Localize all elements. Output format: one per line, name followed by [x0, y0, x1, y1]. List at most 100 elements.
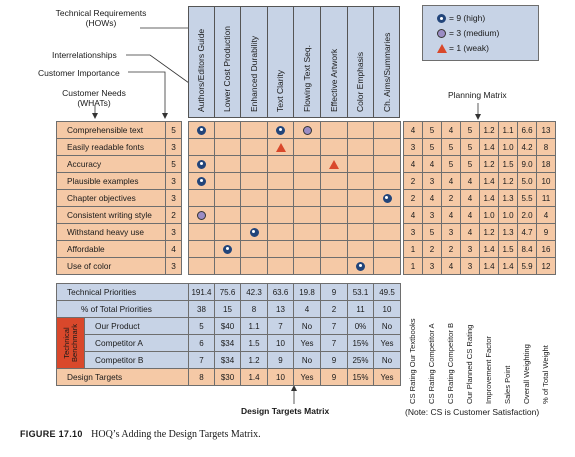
design-target-cell: No [293, 317, 321, 335]
customer-need: Use of color [56, 257, 166, 275]
planning-matrix-header: Overall Weighting [517, 283, 536, 406]
planning-matrix-cell: 1.0 [479, 206, 499, 224]
planning-matrix-cell: 4 [441, 257, 461, 275]
design-target-cell: 13 [267, 300, 294, 318]
planning-matrix-cell: 6.6 [517, 121, 537, 139]
design-target-cell: 0% [347, 317, 374, 335]
planning-matrix-cell: 3 [403, 138, 423, 156]
design-target-cell: 10 [267, 334, 294, 352]
planning-matrix-cell: 12 [536, 257, 556, 275]
planning-matrix-cell: 1.2 [479, 121, 499, 139]
relationship-cell [267, 189, 294, 207]
relationship-cell [267, 155, 294, 173]
planning-matrix-cell: 8.4 [517, 240, 537, 258]
design-target-cell: 9 [320, 351, 348, 369]
relationship-cell [347, 155, 374, 173]
design-target-cell: 191.4 [188, 283, 215, 301]
relationship-cell [320, 240, 348, 258]
relationship-cell [347, 189, 374, 207]
customer-need: Easily readable fonts [56, 138, 166, 156]
design-target-cell: 1.4 [240, 368, 268, 386]
relationship-cell [240, 138, 268, 156]
relationship-cell [373, 121, 401, 139]
customer-need: Accuracy [56, 155, 166, 173]
design-target-cell: 4 [293, 300, 321, 318]
relationship-cell [267, 223, 294, 241]
planning-matrix-cell: 4 [403, 206, 423, 224]
planning-matrix-cell: 4 [460, 172, 480, 190]
design-target-cell: 25% [347, 351, 374, 369]
relationship-cell [188, 172, 215, 190]
planning-matrix-cell: 1.5 [498, 240, 518, 258]
relationship-cell [214, 240, 241, 258]
weak-relationship-icon [275, 142, 286, 152]
customer-importance: 3 [165, 223, 182, 241]
figure-number: FIGURE 17.10 [20, 429, 83, 439]
customer-importance: 4 [165, 240, 182, 258]
design-target-cell: 9 [267, 351, 294, 369]
relationship-cell [214, 138, 241, 156]
design-target-row-label: Design Targets [56, 368, 210, 386]
design-target-cell: 6 [188, 334, 215, 352]
relationship-cell [347, 172, 374, 190]
planning-matrix-cell: 4 [441, 206, 461, 224]
relationship-cell [373, 223, 401, 241]
medium-relationship-icon [437, 29, 446, 38]
design-target-cell: $30 [214, 368, 241, 386]
planning-matrix-cell: 1.2 [498, 172, 518, 190]
planning-matrix-cell: 4 [403, 155, 423, 173]
planning-matrix-cell: 1.2 [479, 223, 499, 241]
design-target-cell: 15% [347, 368, 374, 386]
planning-matrix-cell: 5 [441, 155, 461, 173]
relationship-cell [347, 240, 374, 258]
how-header: Lower Cost Production [214, 6, 241, 118]
strong-relationship-icon [197, 176, 206, 186]
planning-matrix-cell: 5 [422, 138, 442, 156]
relationship-cell [214, 206, 241, 224]
relationship-cell [320, 206, 348, 224]
how-header: Ch. Aims/Summaries [373, 6, 400, 118]
planning-matrix-cell: 5 [460, 138, 480, 156]
relationship-cell [320, 223, 348, 241]
design-target-cell: Yes [373, 334, 401, 352]
planning-matrix-cell: 2 [441, 189, 461, 207]
customer-need: Withstand heavy use [56, 223, 166, 241]
relationship-cell [188, 138, 215, 156]
customer-need: Affordable [56, 240, 166, 258]
customer-need: Comprehensible text [56, 121, 166, 139]
design-target-cell: $40 [214, 317, 241, 335]
planning-matrix-cell: 3 [460, 257, 480, 275]
planning-matrix-cell: 1.2 [479, 155, 499, 173]
planning-matrix-cell: 5.0 [517, 172, 537, 190]
design-target-cell: 11 [347, 300, 374, 318]
planning-header-label: CS Rating Competitor A [426, 323, 436, 404]
planning-matrix-cell: 1.5 [498, 155, 518, 173]
relationship-cell [320, 138, 348, 156]
design-target-cell: 8 [240, 300, 268, 318]
technical-benchmark-text: Technical Benchmark [61, 324, 79, 362]
planning-header-label: CS Rating Competitor B [445, 322, 455, 404]
strong-relationship-icon [382, 193, 392, 203]
relationship-cell [240, 206, 268, 224]
relationship-cell [320, 121, 348, 139]
design-target-cell: 75.6 [214, 283, 241, 301]
design-target-cell: $34 [214, 351, 241, 369]
design-target-cell: No [373, 317, 401, 335]
figure-title: HOQ’s Adding the Design Targets Matrix. [91, 429, 261, 440]
planning-header-label: CS Rating Our Textbooks [407, 318, 417, 404]
planning-matrix-cell: 3 [460, 240, 480, 258]
relationship-cell [320, 189, 348, 207]
planning-matrix-cell: 5 [441, 138, 461, 156]
design-target-cell: 7 [188, 351, 215, 369]
strong-relationship-icon [276, 125, 285, 135]
customer-importance: 2 [165, 206, 182, 224]
design-target-cell: 8 [188, 368, 215, 386]
legend: = 9 (high) = 3 (medium) = 1 (weak) [422, 5, 539, 61]
design-target-cell: 1.2 [240, 351, 268, 369]
technical-benchmark-label: Technical Benchmark [56, 317, 85, 369]
medium-relationship-icon [197, 210, 206, 220]
how-header: Text Clarity [267, 6, 294, 118]
customer-need: Consistent writing style [56, 206, 166, 224]
how-label: Authors/Editors Guide [196, 28, 206, 112]
relationship-cell [188, 155, 215, 173]
